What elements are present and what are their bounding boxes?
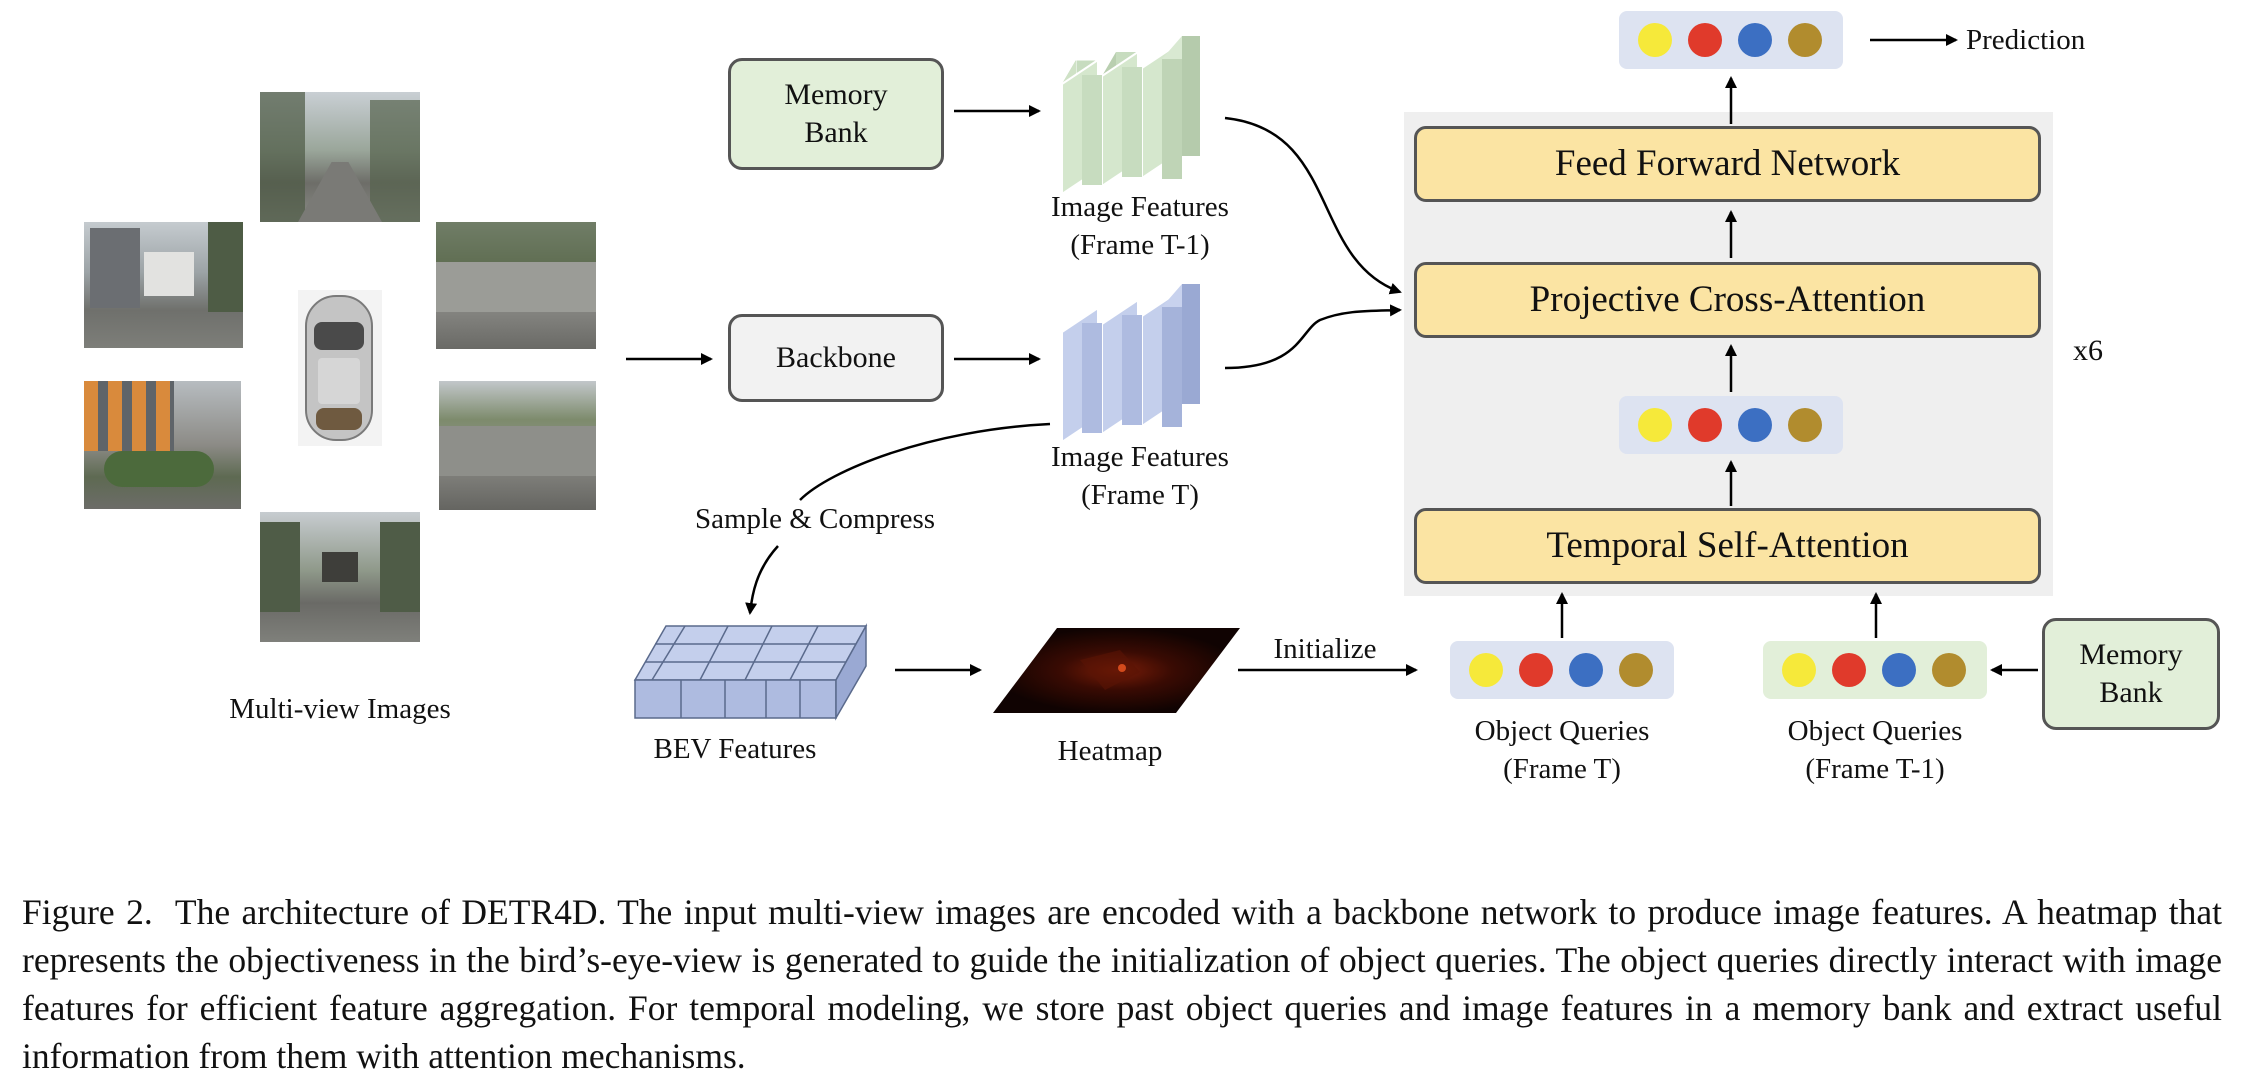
object-queries-curr-line2: (Frame T) <box>1503 753 1621 785</box>
image-features-prev-line1: Image Features <box>1051 191 1229 223</box>
object-queries-prev-dot-4 <box>1932 653 1966 687</box>
image-features-curr-stack <box>1061 284 1200 444</box>
image-features-curr-line1: Image Features <box>1051 441 1229 473</box>
arrow-prev-features-to-cross-attention <box>1224 116 1402 295</box>
ego-car-icon <box>298 290 382 446</box>
output-queries-dot-2 <box>1688 23 1722 57</box>
memory-bank-top-line1: Memory <box>784 78 888 111</box>
sample-compress-label: Sample & Compress <box>694 503 936 535</box>
intermediate-queries-dot-4 <box>1788 408 1822 442</box>
output-queries-bg <box>1619 11 1843 69</box>
object-queries-curr-bg <box>1450 641 1674 699</box>
backbone-label: Backbone <box>776 341 896 374</box>
memory-bank-right-line2: Bank <box>2099 676 2163 709</box>
image-features-prev-stack <box>1061 36 1200 196</box>
object-queries-prev-bg <box>1763 641 1987 699</box>
object-queries-prev-label: Object Queries (Frame T-1) <box>1753 712 1997 788</box>
projective-cross-attention-label: Projective Cross-Attention <box>1529 279 1926 320</box>
figure-caption: Figure 2. The architecture of DETR4D. Th… <box>22 888 2222 1080</box>
object-queries-prev-dot-3 <box>1882 653 1916 687</box>
image-features-prev-label: Image Features (Frame T-1) <box>1010 188 1270 264</box>
temporal-self-attention-label: Temporal Self-Attention <box>1546 525 1909 566</box>
bev-features-label: BEV Features <box>653 733 817 765</box>
intermediate-queries-dot-3 <box>1738 408 1772 442</box>
arrow-curr-features-to-cross-attention <box>1224 304 1402 370</box>
object-queries-prev-dot-2 <box>1832 653 1866 687</box>
multiview-images-label: Multi-view Images <box>229 693 451 725</box>
image-features-prev-line2: (Frame T-1) <box>1070 229 1210 261</box>
image-features-curr-line2: (Frame T) <box>1081 479 1199 511</box>
feed-forward-network-label: Feed Forward Network <box>1554 143 1901 184</box>
image-features-curr-label: Image Features (Frame T) <box>1010 438 1270 514</box>
object-queries-prev-dot-1 <box>1782 653 1816 687</box>
camera-back-left-image <box>84 381 241 509</box>
prediction-label: Prediction <box>1966 24 2086 56</box>
feed-forward-network-box: Feed Forward Network <box>1414 126 2041 202</box>
heatmap-image <box>993 628 1240 713</box>
intermediate-queries-dot-1 <box>1638 408 1672 442</box>
object-queries-curr-line1: Object Queries <box>1474 715 1650 747</box>
camera-front-image <box>260 92 420 222</box>
output-queries-dot-4 <box>1788 23 1822 57</box>
camera-back-image <box>260 512 420 642</box>
memory-bank-right-line1: Memory <box>2079 638 2183 671</box>
memory-bank-top-line2: Bank <box>804 116 868 149</box>
camera-front-right-image <box>436 222 596 349</box>
figure-number: Figure 2. <box>22 892 153 932</box>
repeat-count-label: x6 <box>2073 334 2103 367</box>
caption-text: The architecture of DETR4D. The input mu… <box>22 892 2222 1076</box>
object-queries-prev-line2: (Frame T-1) <box>1805 753 1945 785</box>
object-queries-curr-dot-1 <box>1469 653 1503 687</box>
intermediate-queries-dot-2 <box>1688 408 1722 442</box>
backbone-box: Backbone <box>728 314 944 402</box>
initialize-label: Initialize <box>1273 633 1377 665</box>
arrow-sample-compress-to-bev <box>745 545 779 615</box>
object-queries-curr-dot-3 <box>1569 653 1603 687</box>
object-queries-curr-dot-2 <box>1519 653 1553 687</box>
camera-front-left-image <box>84 222 243 348</box>
curve-sample-compress-top <box>799 422 1051 501</box>
heatmap-label: Heatmap <box>1057 735 1163 767</box>
object-queries-curr-dot-4 <box>1619 653 1653 687</box>
camera-back-right-image <box>439 381 596 510</box>
output-queries-dot-1 <box>1638 23 1672 57</box>
projective-cross-attention-box: Projective Cross-Attention <box>1414 262 2041 338</box>
output-queries-dot-3 <box>1738 23 1772 57</box>
object-queries-curr-label: Object Queries (Frame T) <box>1440 712 1684 788</box>
object-queries-prev-line1: Object Queries <box>1787 715 1963 747</box>
bev-features-grid <box>633 623 868 721</box>
temporal-self-attention-box: Temporal Self-Attention <box>1414 508 2041 584</box>
intermediate-queries-bg <box>1619 396 1843 454</box>
